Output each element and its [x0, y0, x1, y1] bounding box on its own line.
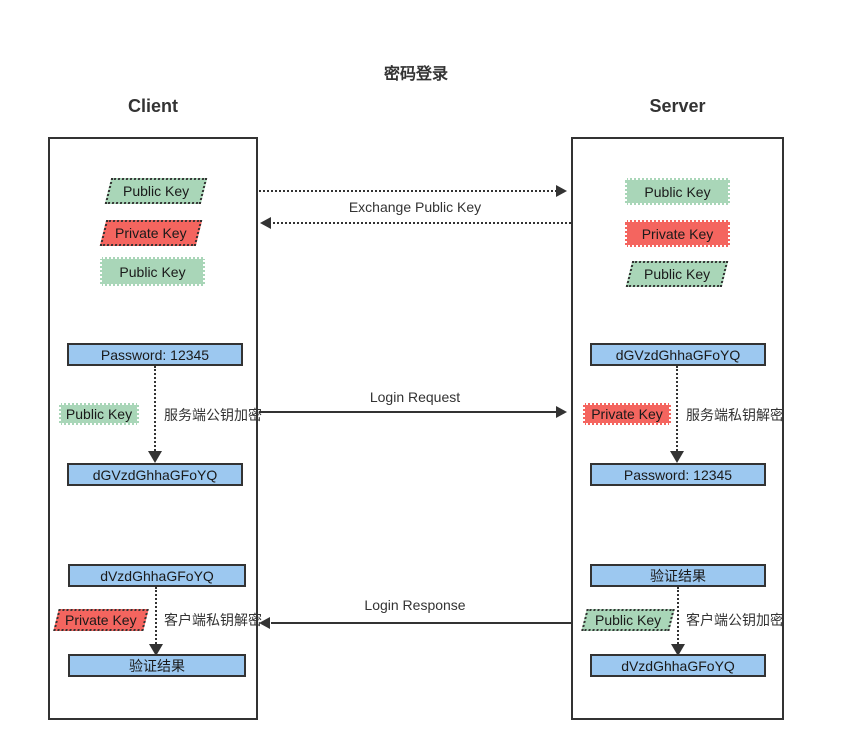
login-response-arrow-line	[271, 622, 571, 624]
client-encrypt-note: 服务端公钥加密	[164, 407, 262, 423]
server-decrypt-arrow-head	[670, 451, 684, 463]
client-encrypt-arrow-head	[148, 451, 162, 463]
client-public-key-label: Public Key	[122, 183, 190, 199]
client-decrypt-arrow-line	[155, 587, 157, 644]
server-response-cipher-box: dVzdGhhaGFoYQ	[590, 654, 766, 677]
exchange-arrow-left-head	[260, 217, 271, 229]
server-received-client-public-key-shape: Public Key	[625, 261, 729, 287]
client-header: Client	[127, 96, 178, 116]
server-encrypt-arrow-head	[671, 644, 685, 656]
login-request-label: Login Request	[369, 389, 461, 405]
server-decrypt-arrow-line	[676, 366, 678, 451]
client-cipher-box: dGVzdGhhaGFoYQ	[67, 463, 243, 486]
client-encrypt-key-label: Public Key	[65, 406, 133, 422]
server-decrypt-key-shape: Private Key	[583, 403, 671, 425]
client-password-box: Password: 12345	[67, 343, 243, 366]
client-private-key-label: Private Key	[115, 225, 187, 241]
exchange-arrow-left-line	[273, 222, 571, 224]
client-decrypt-note: 客户端私钥解密	[164, 612, 262, 628]
server-private-key-shape: Private Key	[625, 220, 730, 247]
exchange-arrow-right-head	[556, 185, 567, 197]
server-decrypt-key-label: Private Key	[591, 406, 663, 422]
server-encrypt-arrow-line	[677, 587, 679, 644]
server-private-key-label: Private Key	[641, 225, 714, 242]
server-result-box: 验证结果	[590, 564, 766, 587]
client-encrypt-key-shape: Public Key	[59, 403, 139, 425]
client-result-box: 验证结果	[68, 654, 246, 677]
client-public-key-shape: Public Key	[104, 178, 208, 204]
login-response-arrow-head	[259, 617, 270, 629]
server-header: Server	[649, 96, 706, 116]
server-received-client-public-key-label: Public Key	[643, 266, 711, 282]
server-encrypt-note: 客户端公钥加密	[686, 612, 784, 628]
client-received-server-public-key-label: Public Key	[119, 263, 186, 280]
server-public-key-shape: Public Key	[625, 178, 730, 205]
client-decrypt-key-shape: Private Key	[53, 609, 149, 631]
server-decrypt-note: 服务端私钥解密	[686, 407, 784, 423]
server-cipher-box: dGVzdGhhaGFoYQ	[590, 343, 766, 366]
client-private-key-shape: Private Key	[99, 220, 203, 246]
client-decrypt-arrow-head	[149, 644, 163, 656]
client-received-server-public-key-shape: Public Key	[100, 257, 205, 286]
login-response-label: Login Response	[364, 597, 466, 613]
exchange-arrow-right-line	[259, 190, 557, 192]
server-encrypt-key-label: Public Key	[594, 612, 662, 628]
login-request-arrow-head	[556, 406, 567, 418]
server-encrypt-key-shape: Public Key	[581, 609, 675, 631]
server-public-key-label: Public Key	[644, 183, 711, 200]
client-encrypt-arrow-line	[154, 366, 156, 451]
client-decrypt-key-label: Private Key	[65, 612, 137, 628]
exchange-public-key-label: Exchange Public Key	[348, 199, 482, 215]
server-password-box: Password: 12345	[590, 463, 766, 486]
login-request-arrow-line	[259, 411, 557, 413]
diagram-title: 密码登录	[383, 66, 448, 83]
client-response-cipher-box: dVzdGhhaGFoYQ	[68, 564, 246, 587]
